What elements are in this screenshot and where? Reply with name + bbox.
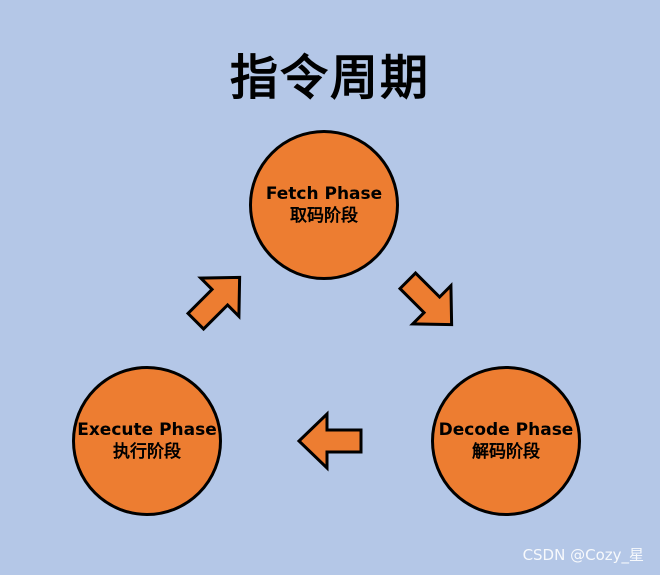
execute-phase-node: Execute Phase 执行阶段 [72,366,222,516]
arrow-decode-to-execute [296,410,363,472]
diagram-title: 指令周期 [229,50,430,106]
fetch-phase-label-zh: 取码阶段 [290,206,358,226]
decode-phase-label-en: Decode Phase [438,420,574,440]
execute-phase-label-en: Execute Phase [77,420,217,440]
execute-phase-label-zh: 执行阶段 [113,442,181,462]
arrow-execute-to-fetch [185,275,242,332]
watermark: CSDN @Cozy_星 [522,546,644,564]
decode-phase-label-zh: 解码阶段 [472,442,540,462]
fetch-phase-label-en: Fetch Phase [265,184,383,204]
fetch-phase-node: Fetch Phase 取码阶段 [249,130,399,280]
decode-phase-node: Decode Phase 解码阶段 [431,366,581,516]
arrow-fetch-to-decode [397,270,454,327]
